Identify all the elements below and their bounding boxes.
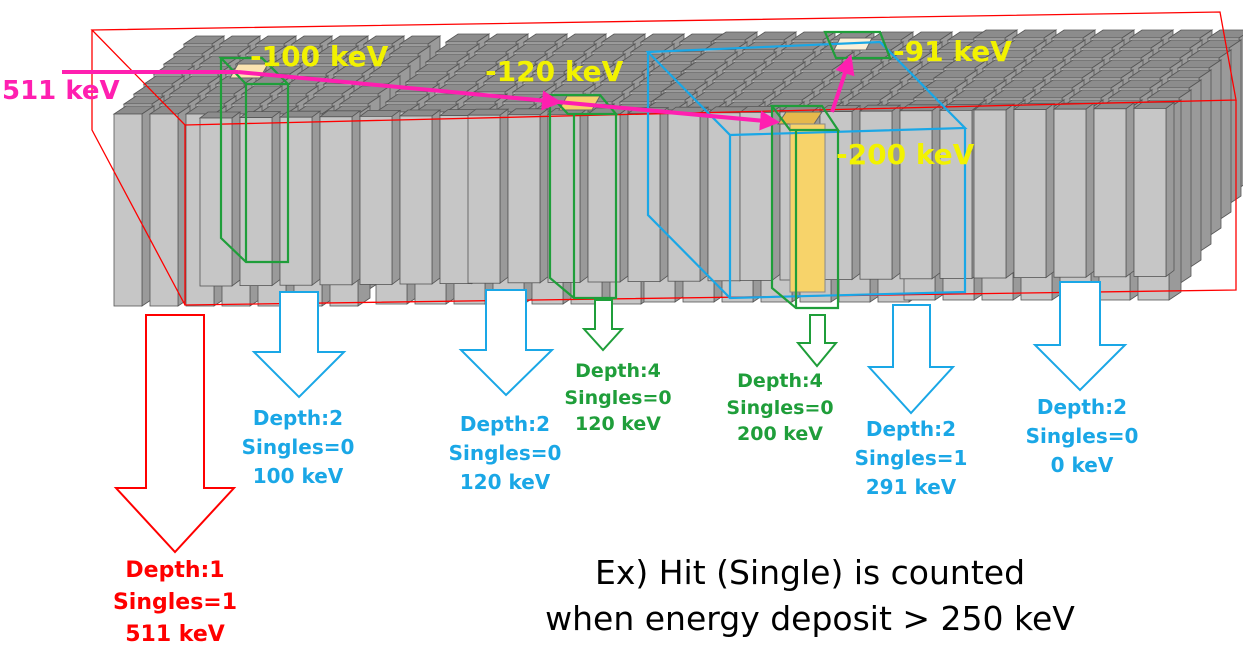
readout-depth2-c: Depth:2 Singles=1 291 keV (850, 415, 972, 502)
depth2-arrow-3 (866, 304, 956, 415)
readout-depth2-d: Depth:2 Singles=0 0 keV (1020, 393, 1144, 480)
readout-depth4-a: Depth:4 Singles=0 120 keV (558, 358, 678, 438)
depth1-box (90, 11, 1237, 306)
crystal (318, 110, 362, 286)
incident-energy-label: 511 keV (2, 76, 120, 106)
crystal (358, 109, 402, 286)
crystal (112, 105, 156, 307)
crystal (1052, 102, 1096, 279)
crystal (738, 105, 782, 282)
readout-singles: Singles=0 (564, 386, 672, 409)
readout-energy: 120 keV (575, 413, 661, 436)
gamma-track (62, 54, 855, 131)
depth2-arrow-1 (251, 291, 347, 399)
readout-depth: Depth:2 (459, 412, 551, 436)
crystal (506, 108, 550, 284)
crystal (398, 109, 442, 285)
crystal (972, 103, 1016, 279)
deposit-label-a: -100 keV (250, 40, 389, 73)
readout-singles: Singles=0 (1025, 424, 1139, 448)
crystal (546, 107, 590, 284)
readout-depth2-a: Depth:2 Singles=0 100 keV (238, 404, 358, 491)
threshold-note-line1: Ex) Hit (Single) is counted (594, 553, 1026, 592)
readout-depth: Depth:4 (737, 370, 823, 392)
readout-energy: 100 keV (252, 464, 344, 488)
readout-energy: 291 keV (865, 475, 957, 499)
readout-depth: Depth:1 (125, 558, 225, 583)
readout-arrows (113, 281, 1128, 554)
readout-singles: Singles=1 (854, 446, 968, 470)
readout-singles: Singles=0 (726, 396, 834, 419)
readout-energy: 200 keV (737, 423, 823, 446)
readout-depth: Depth:2 (1036, 395, 1128, 419)
readout-singles: Singles=0 (448, 441, 562, 465)
crystal (466, 108, 510, 285)
depth1-arrow (113, 314, 237, 554)
readout-energy: 511 keV (125, 621, 225, 647)
crystal (1092, 102, 1136, 278)
crystal (586, 107, 630, 283)
depth4-arrow-2 (795, 314, 839, 368)
readout-singles: Singles=0 (241, 435, 355, 459)
deposit-label-c: -91 keV (893, 35, 1012, 68)
depth4-arrow-1 (581, 299, 625, 352)
readout-depth1: Depth:1 Singles=1 511 keV (105, 555, 245, 651)
depth2-arrow-4 (1032, 281, 1128, 392)
readout-singles: Singles=1 (112, 589, 238, 615)
crystal (198, 111, 242, 287)
readout-depth: Depth:4 (575, 360, 661, 382)
readout-depth: Depth:2 (865, 417, 957, 441)
threshold-note: Ex) Hit (Single) is counted when energy … (500, 550, 1120, 642)
crystal (858, 104, 902, 281)
readout-depth4-b: Depth:4 Singles=0 200 keV (720, 368, 840, 448)
deposit-label-d: -200 keV (836, 138, 975, 171)
deposit-label-b: -120 keV (485, 55, 624, 88)
depth2-box (645, 40, 968, 300)
crystal (1012, 102, 1056, 279)
readout-energy: 0 keV (1050, 453, 1114, 477)
threshold-note-line2: when energy deposit > 250 keV (545, 599, 1075, 639)
crystal (278, 110, 322, 287)
depth2-arrow-2 (458, 289, 555, 397)
crystal (898, 104, 942, 280)
crystal (666, 106, 710, 283)
depth4-boxes (218, 30, 892, 310)
readout-depth2-b: Depth:2 Singles=0 120 keV (443, 410, 567, 497)
crystal (1132, 101, 1176, 278)
readout-energy: 120 keV (459, 470, 551, 494)
readout-depth: Depth:2 (252, 406, 344, 430)
